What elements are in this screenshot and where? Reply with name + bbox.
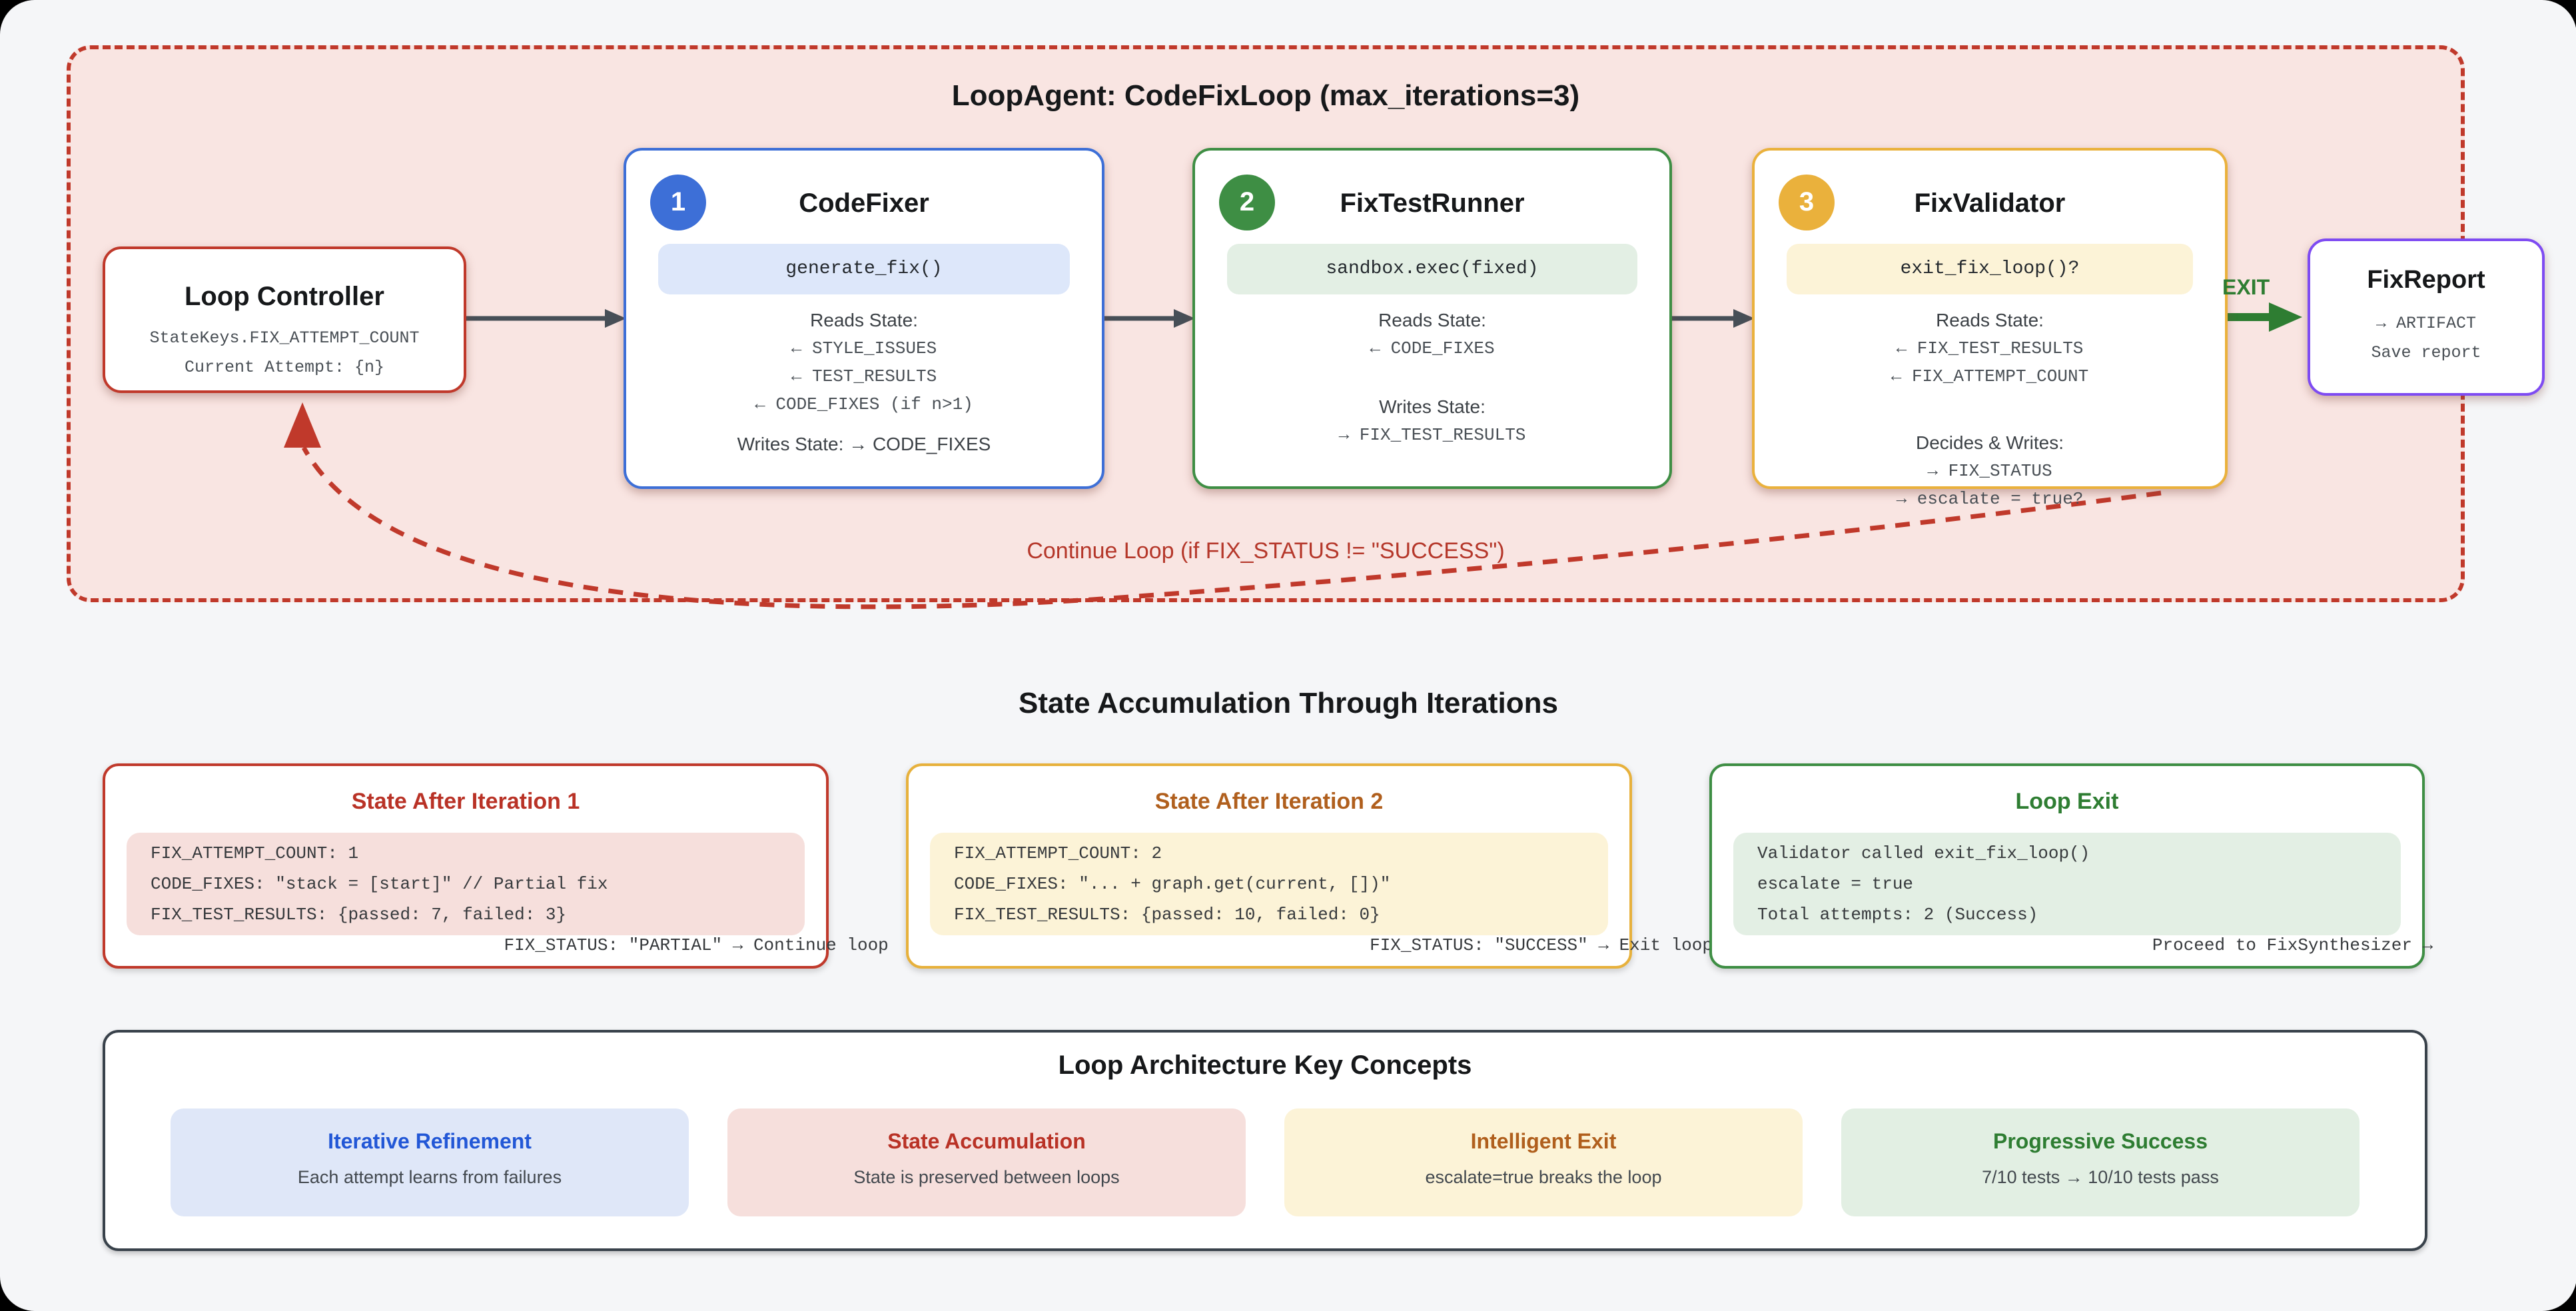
blank-spacer	[1755, 388, 2225, 417]
concept-title: Iterative Refinement	[328, 1131, 532, 1154]
state-section-heading: State Accumulation Through Iterations	[1019, 686, 1558, 719]
reads-item: ← STYLE_ISSUES	[791, 338, 937, 358]
fixvalidator-title: FixValidator	[1914, 189, 2066, 218]
reads-item: ← TEST_RESULTS	[791, 366, 937, 386]
concept-title: State Accumulation	[887, 1131, 1086, 1154]
fixtestrunner-function-chip: sandbox.exec(fixed)	[1227, 244, 1637, 294]
state-code-block: FIX_ATTEMPT_COUNT: 1 CODE_FIXES: "stack …	[127, 833, 889, 955]
state-card-iteration-1: State After Iteration 1 FIX_ATTEMPT_COUN…	[103, 763, 889, 969]
concept-iterative-refinement: Iterative Refinement Each attempt learns…	[171, 1108, 689, 1216]
codefixer-function-chip: generate_fix()	[658, 244, 1070, 294]
concept-progressive-success: Progressive Success 7/10 tests → 10/10 t…	[1841, 1108, 2360, 1216]
fixvalidator-function-chip: exit_fix_loop()?	[1787, 244, 2193, 294]
key-concepts-heading: Loop Architecture Key Concepts	[1058, 1051, 1472, 1081]
code-line: Proceed to FixSynthesizer →	[1757, 935, 2433, 955]
state-code-block: FIX_ATTEMPT_COUNT: 2 CODE_FIXES: "... + …	[930, 833, 1713, 955]
reads-state-label: Reads State:	[1378, 309, 1486, 330]
code-line: FIX_ATTEMPT_COUNT: 1	[151, 843, 359, 863]
code-line: FIX_STATUS: "SUCCESS" → Exit loop	[954, 935, 1713, 955]
blank-spacer	[1195, 360, 1669, 381]
key-concepts-row: Iterative Refinement Each attempt learns…	[105, 1108, 2425, 1216]
reads-state-label: Reads State:	[1936, 309, 2044, 330]
concept-desc: escalate=true breaks the loop	[1425, 1167, 1662, 1187]
code-line: FIX_STATUS: "PARTIAL" → Continue loop	[151, 935, 889, 955]
code-line: CODE_FIXES: "... + graph.get(current, []…	[954, 874, 1391, 894]
writes-item: → FIX_STATUS	[1927, 461, 2052, 481]
writes-item: → escalate = true?	[1896, 489, 2084, 509]
code-line: FIX_TEST_RESULTS: {passed: 7, failed: 3}	[151, 905, 567, 925]
state-card-title: Loop Exit	[2015, 789, 2119, 814]
writes-state-line: Writes State: → CODE_FIXES	[737, 433, 991, 454]
code-line: CODE_FIXES: "stack = [start]" // Partial…	[151, 874, 608, 894]
code-line: FIX_ATTEMPT_COUNT: 2	[954, 843, 1162, 863]
concept-title: Intelligent Exit	[1470, 1131, 1617, 1154]
fixtestrunner-title: FixTestRunner	[1340, 189, 1525, 218]
code-line: Validator called exit_fix_loop()	[1757, 843, 2090, 863]
decides-writes-label: Decides & Writes:	[1916, 432, 2064, 453]
concept-desc: State is preserved between loops	[853, 1167, 1120, 1187]
code-line: Total attempts: 2 (Success)	[1757, 905, 2038, 925]
agent-number-badge: 1	[650, 175, 706, 230]
state-card-loop-exit: Loop Exit Validator called exit_fix_loop…	[1709, 763, 2433, 969]
controller-attempt: Current Attempt: {n}	[184, 358, 385, 377]
code-line: FIX_TEST_RESULTS: {passed: 10, failed: 0…	[954, 905, 1380, 925]
loop-controller-box: Loop Controller StateKeys.FIX_ATTEMPT_CO…	[103, 246, 466, 393]
key-concepts-box: Loop Architecture Key Concepts Iterative…	[103, 1030, 2427, 1251]
loop-controller-title: Loop Controller	[185, 282, 384, 312]
writes-item: → FIX_TEST_RESULTS	[1338, 425, 1526, 445]
reads-state-label: Reads State:	[810, 309, 918, 330]
concept-intelligent-exit: Intelligent Exit escalate=true breaks th…	[1284, 1108, 1803, 1216]
fixreport-box: FixReport → ARTIFACT Save report	[2308, 238, 2545, 396]
writes-state-label: Writes State:	[1379, 396, 1486, 417]
codefixer-box: 1 CodeFixer generate_fix() Reads State: …	[624, 148, 1104, 489]
state-code-block: Validator called exit_fix_loop() escalat…	[1733, 833, 2433, 955]
concept-state-accumulation: State Accumulation State is preserved be…	[727, 1108, 1246, 1216]
concept-title: Progressive Success	[1993, 1131, 2208, 1154]
fixreport-artifact: → ARTIFACT	[2375, 314, 2476, 333]
fixreport-title: FixReport	[2367, 266, 2485, 294]
controller-state-key: StateKeys.FIX_ATTEMPT_COUNT	[149, 329, 420, 348]
state-card-title: State After Iteration 2	[1154, 789, 1384, 814]
agent-number-badge: 2	[1219, 175, 1275, 230]
exit-label: EXIT	[2222, 277, 2270, 300]
fixreport-save: Save report	[2371, 344, 2481, 362]
state-card-title: State After Iteration 1	[351, 789, 580, 814]
reads-item: ← CODE_FIXES (if n>1)	[755, 394, 973, 414]
reads-item: ← FIX_TEST_RESULTS	[1896, 338, 2084, 358]
reads-item: ← CODE_FIXES	[1370, 338, 1495, 358]
concept-desc: Each attempt learns from failures	[297, 1167, 562, 1187]
loop-title: LoopAgent: CodeFixLoop (max_iterations=3…	[951, 79, 1580, 112]
agent-number-badge: 3	[1779, 175, 1835, 230]
codefixer-title: CodeFixer	[799, 189, 929, 218]
fixtestrunner-box: 2 FixTestRunner sandbox.exec(fixed) Read…	[1192, 148, 1672, 489]
reads-item: ← FIX_ATTEMPT_COUNT	[1891, 366, 2089, 386]
code-line: escalate = true	[1757, 874, 1914, 894]
continue-loop-label: Continue Loop (if FIX_STATUS != "SUCCESS…	[1027, 538, 1505, 564]
state-card-iteration-2: State After Iteration 2 FIX_ATTEMPT_COUN…	[906, 763, 1713, 969]
concept-desc: 7/10 tests → 10/10 tests pass	[1982, 1167, 2219, 1187]
fixvalidator-box: 3 FixValidator exit_fix_loop()? Reads St…	[1752, 148, 2228, 509]
